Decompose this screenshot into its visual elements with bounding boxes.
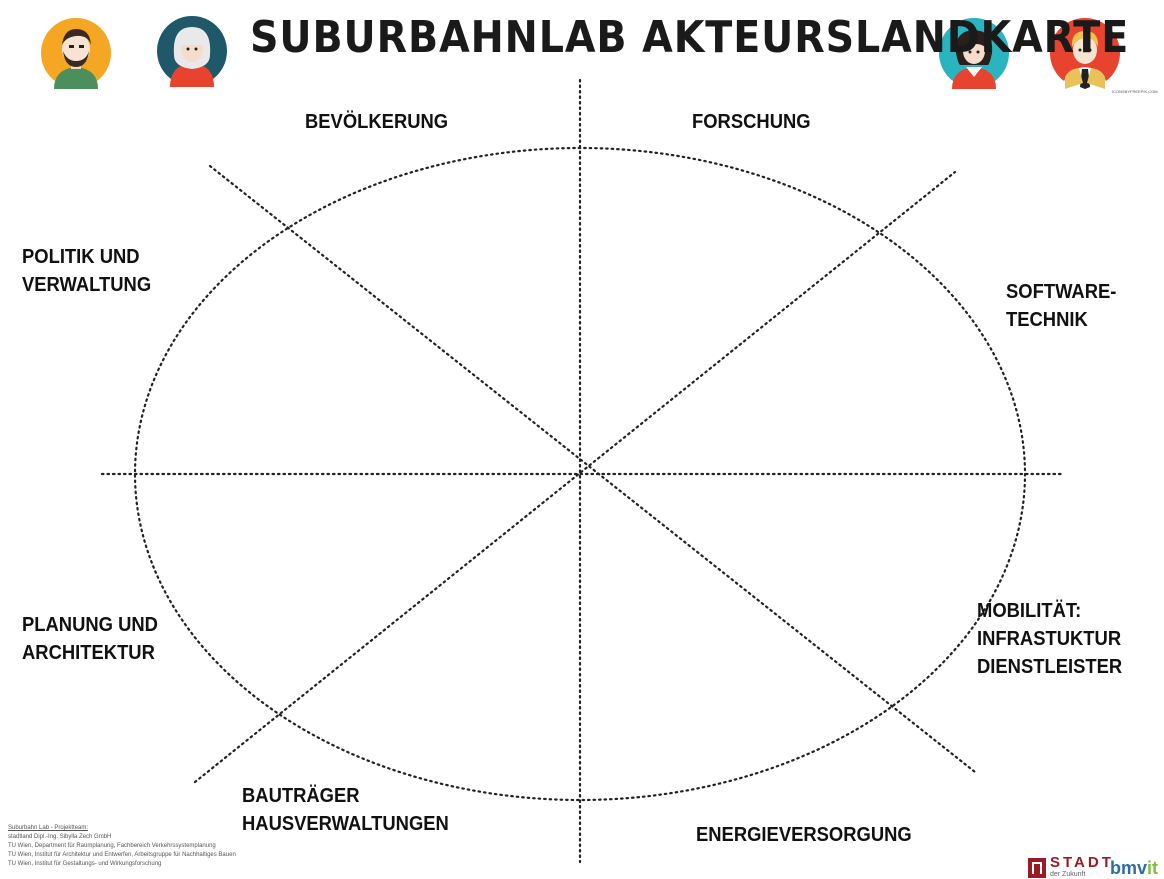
- diagonal-axis-rising: [193, 170, 957, 784]
- sector-label-bevoelkerung: BEVÖLKERUNG: [305, 111, 449, 133]
- icon-credit: ICONSBYFREEPIK.COM: [1112, 89, 1158, 94]
- sector-label-mobilitaet: MOBILITÄT: INFRASTUKTUR DIENSTLEISTER: [977, 600, 1123, 678]
- sector-label-politik-verwaltung: POLITIK UND VERWALTUNG: [22, 246, 152, 296]
- project-team-line: stadtland Dipl.-Ing. Sibylla Zech GmbH: [8, 834, 112, 840]
- bearded-man-icon: [41, 18, 111, 89]
- stadt-der-zukunft-logo: [1028, 858, 1046, 878]
- sector-label-bautraeger: BAUTRÄGER HAUSVERWALTUNGEN: [242, 785, 449, 835]
- diagonal-axis-falling: [208, 164, 977, 774]
- woman-headscarf-icon: [157, 16, 227, 87]
- stadt-logo-text: STADT: [1050, 854, 1114, 871]
- project-team-line: TU Wien, Institut für Architektur und En…: [8, 852, 236, 858]
- project-team-heading: Suburbahn Lab - Projektteam:: [8, 825, 89, 831]
- project-team-line: TU Wien, Institut für Gestaltungs- und W…: [8, 861, 162, 867]
- sector-label-softwaretechnik: SOFTWARE- TECHNIK: [1006, 281, 1117, 331]
- project-team-credits: Suburbahn Lab - Projektteam: stadtland D…: [8, 824, 236, 869]
- sponsor-logos: STADT der Zukunft bmvit: [1028, 852, 1164, 879]
- stadt-logo-subtitle: der Zukunft: [1050, 871, 1086, 878]
- blond-man-tie-icon: [1050, 18, 1120, 89]
- bmvit-logo: bmvit: [1110, 858, 1159, 878]
- sector-label-energieversorgung: ENERGIEVERSORGUNG: [696, 824, 912, 846]
- sector-label-planung-architektur: PLANUNG UND ARCHITEKTUR: [22, 614, 158, 664]
- sector-label-forschung: FORSCHUNG: [692, 111, 811, 133]
- woman-dark-hair-icon: [939, 18, 1009, 89]
- project-team-line: TU Wien, Department für Raumplanung, Fac…: [8, 843, 216, 849]
